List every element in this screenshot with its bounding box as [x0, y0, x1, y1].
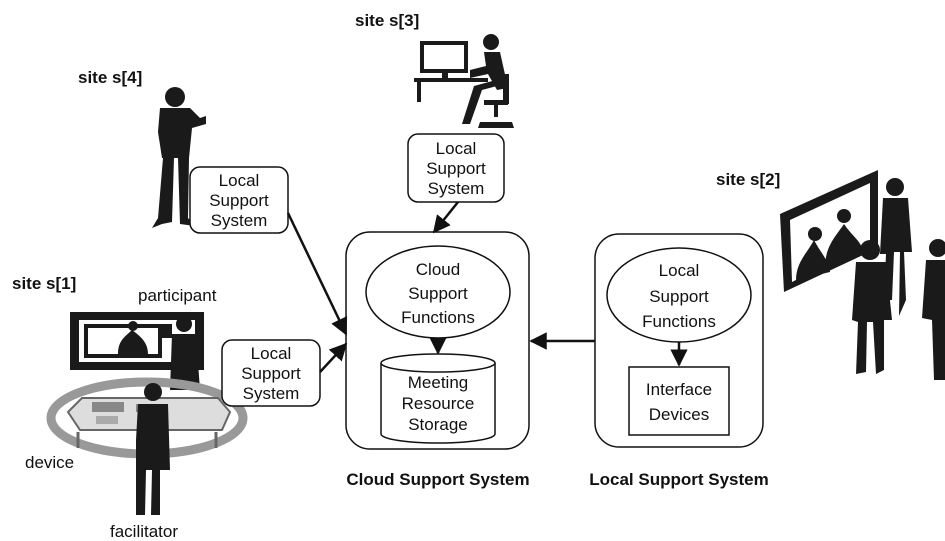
local-support-system: Local Support Functions Interface Device…	[594, 233, 764, 448]
svg-text:Functions: Functions	[642, 312, 716, 331]
svg-text:Cloud: Cloud	[416, 260, 460, 279]
svg-text:Storage: Storage	[408, 415, 468, 434]
svg-text:Support: Support	[408, 284, 468, 303]
svg-text:Support: Support	[426, 159, 486, 178]
device-label: device	[25, 453, 74, 472]
svg-text:Local: Local	[436, 139, 477, 158]
local-support-system-title: Local Support System	[589, 470, 768, 489]
svg-text:Support: Support	[209, 191, 269, 210]
svg-text:Functions: Functions	[401, 308, 475, 327]
svg-text:Local: Local	[659, 261, 700, 280]
local-support-box-s4: Local Support System	[189, 166, 289, 234]
svg-text:Devices: Devices	[649, 405, 709, 424]
site-s1-label: site s[1]	[12, 274, 76, 293]
participant-label: participant	[138, 286, 217, 305]
interface-devices: Interface Devices	[628, 366, 730, 436]
arrow-s3-to-cloud	[432, 201, 459, 234]
svg-text:Support: Support	[241, 364, 301, 383]
svg-text:Interface: Interface	[646, 380, 712, 399]
svg-text:System: System	[211, 211, 268, 230]
svg-text:Support: Support	[649, 287, 709, 306]
smartphone-user-icon	[152, 87, 206, 228]
site-s2-label: site s[2]	[716, 170, 780, 189]
meeting-resource-storage: Meeting Resource Storage	[380, 353, 496, 444]
svg-text:System: System	[243, 384, 300, 403]
cloud-support-system-title: Cloud Support System	[346, 470, 529, 489]
cloud-support-system: Cloud Support Functions Meeting Resource…	[345, 231, 530, 450]
arrow-s4-to-cloud	[286, 212, 348, 336]
svg-text:Meeting: Meeting	[408, 373, 468, 392]
arrow-s1-to-cloud	[319, 342, 348, 373]
svg-text:Local: Local	[219, 171, 260, 190]
desktop-user-icon	[414, 34, 514, 128]
connector-arrows	[286, 201, 688, 373]
wall-display-icon	[780, 170, 878, 292]
standing-people-icon	[852, 178, 945, 380]
local-support-box-s3: Local Support System	[407, 133, 505, 203]
site-s3-label: site s[3]	[355, 11, 419, 30]
site-s4-label: site s[4]	[78, 68, 142, 87]
svg-text:Local: Local	[251, 344, 292, 363]
local-support-box-s1: Local Support System	[221, 339, 321, 407]
svg-text:Resource: Resource	[402, 394, 475, 413]
svg-text:System: System	[428, 179, 485, 198]
facilitator-icon	[136, 383, 170, 515]
facilitator-label: facilitator	[110, 522, 178, 541]
participant-icon	[170, 316, 200, 390]
